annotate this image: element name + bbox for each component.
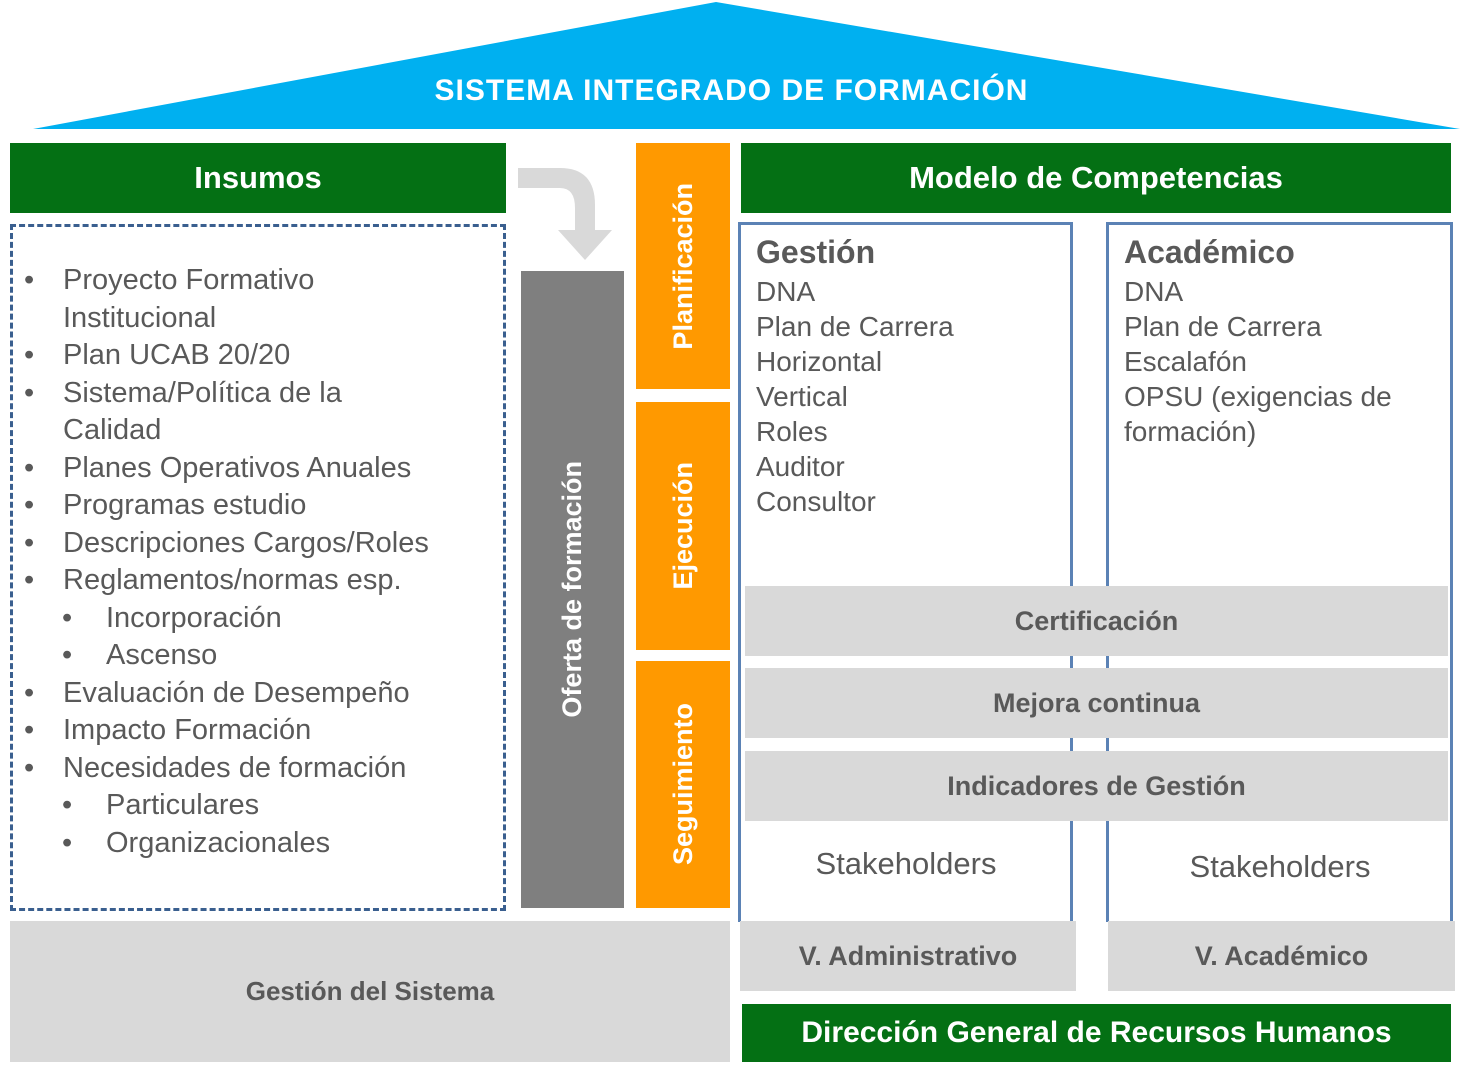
insumos-item: • Sistema/Política de la [18, 375, 504, 413]
bullet-icon: • [24, 751, 35, 784]
bullet-icon: • [62, 789, 73, 821]
bullet-icon: • [24, 339, 35, 371]
mejora-continua-band: Mejora continua [745, 668, 1448, 738]
insumos-item: • Impacto Formación [18, 712, 504, 750]
insumos-item: • Planes Operativos Anuales [18, 450, 504, 488]
v-academico-block: V. Académico [1108, 921, 1455, 991]
insumos-item-text: Proyecto Formativo [63, 264, 315, 296]
direccion-rrhh-header: Dirección General de Recursos Humanos [742, 1004, 1451, 1062]
bullet-icon: • [24, 451, 35, 484]
modelo-header: Modelo de Competencias [741, 143, 1451, 213]
bullet-icon: • [24, 489, 35, 521]
gestion-sistema-block: Gestión del Sistema [10, 921, 730, 1062]
stakeholders-academico: Stakeholders [1189, 849, 1371, 884]
competency-item: Vertical [756, 381, 848, 412]
insumos-item-text: Necesidades de formación [63, 751, 407, 784]
system-title: SISTEMA INTEGRADO DE FORMACIÓN [434, 74, 1029, 107]
insumos-item-text: Particulares [106, 789, 260, 821]
insumos-item: • Particulares [18, 787, 504, 825]
phase-planificacion: Planificación [636, 143, 730, 389]
insumos-item: • Ascenso [18, 637, 504, 675]
competency-item: DNA [756, 276, 816, 307]
insumos-item: Institucional [18, 300, 504, 338]
insumos-item-text: Organizacionales [106, 826, 331, 859]
bullet-icon: • [24, 564, 35, 596]
bullet-icon: • [62, 601, 73, 634]
insumos-item-text: Evaluación de Desempeño [63, 676, 410, 709]
v-administrativo-block: V. Administrativo [740, 921, 1076, 991]
phase-seguimiento: Seguimiento [636, 661, 730, 908]
stakeholders-gestion: Stakeholders [815, 846, 997, 881]
insumos-item: • Proyecto Formativo [18, 262, 504, 300]
gestion-title: Gestión [756, 234, 876, 270]
bullet-icon: • [24, 676, 35, 709]
insumos-item-text: Calidad [63, 414, 162, 446]
insumos-item-text: Plan UCAB 20/20 [63, 339, 291, 371]
academico-title: Académico [1124, 234, 1295, 270]
competency-item: DNA [1124, 276, 1184, 307]
insumos-item: • Plan UCAB 20/20 [18, 337, 504, 375]
oferta-label: Oferta de formación [557, 461, 587, 718]
competency-item: Escalafón [1124, 346, 1247, 377]
insumos-item-text: Descripciones Cargos/Roles [63, 526, 429, 559]
bullet-icon: • [24, 714, 35, 746]
insumos-header: Insumos [10, 143, 506, 213]
curved-arrow-icon [518, 168, 612, 260]
insumos-item: Calidad [18, 412, 504, 450]
insumos-item: • Reglamentos/normas esp. [18, 562, 504, 600]
roof-shape [33, 2, 1460, 129]
insumos-item-text: Impacto Formación [63, 714, 312, 746]
insumos-box [10, 224, 506, 911]
phase-seguimiento-label: Seguimiento [667, 703, 698, 866]
insumos-item-text: Planes Operativos Anuales [63, 451, 412, 484]
insumos-item-text: Incorporación [106, 601, 282, 634]
insumos-item: • Incorporación [18, 600, 504, 638]
indicadores-band: Indicadores de Gestión [745, 751, 1448, 821]
insumos-item: • Descripciones Cargos/Roles [18, 525, 504, 563]
phase-planificacion-label: Planificación [667, 182, 698, 350]
insumos-item: • Organizacionales [18, 825, 504, 863]
insumos-item-text: Programas estudio [63, 489, 307, 521]
competency-item: Roles [756, 416, 828, 447]
bullet-icon: • [62, 826, 73, 859]
competency-item: formación) [1124, 416, 1257, 447]
phase-ejecucion-label: Ejecución [667, 462, 698, 590]
oferta-bar: Oferta de formación [521, 271, 624, 908]
insumos-item-text: Ascenso [106, 639, 218, 671]
competency-item: Consultor [756, 486, 876, 517]
competency-item: OPSU (exigencias de [1124, 381, 1392, 412]
bullet-icon: • [24, 526, 35, 559]
bullet-icon: • [62, 639, 73, 671]
certificacion-band: Certificación [745, 586, 1448, 656]
bullet-icon: • [24, 264, 35, 296]
insumos-item-text: Reglamentos/normas esp. [63, 564, 402, 596]
insumos-item: • Programas estudio [18, 487, 504, 525]
competency-item: Plan de Carrera [756, 311, 954, 342]
phase-ejecucion: Ejecución [636, 402, 730, 650]
bullet-icon: • [24, 376, 35, 409]
competency-item: Auditor [756, 451, 845, 482]
competency-item: Plan de Carrera [1124, 311, 1322, 342]
competency-item: Horizontal [756, 346, 883, 377]
insumos-item-text: Sistema/Política de la [63, 376, 342, 409]
insumos-item-text: Institucional [63, 301, 217, 334]
insumos-item: • Necesidades de formación [18, 750, 504, 788]
insumos-item: • Evaluación de Desempeño [18, 675, 504, 713]
